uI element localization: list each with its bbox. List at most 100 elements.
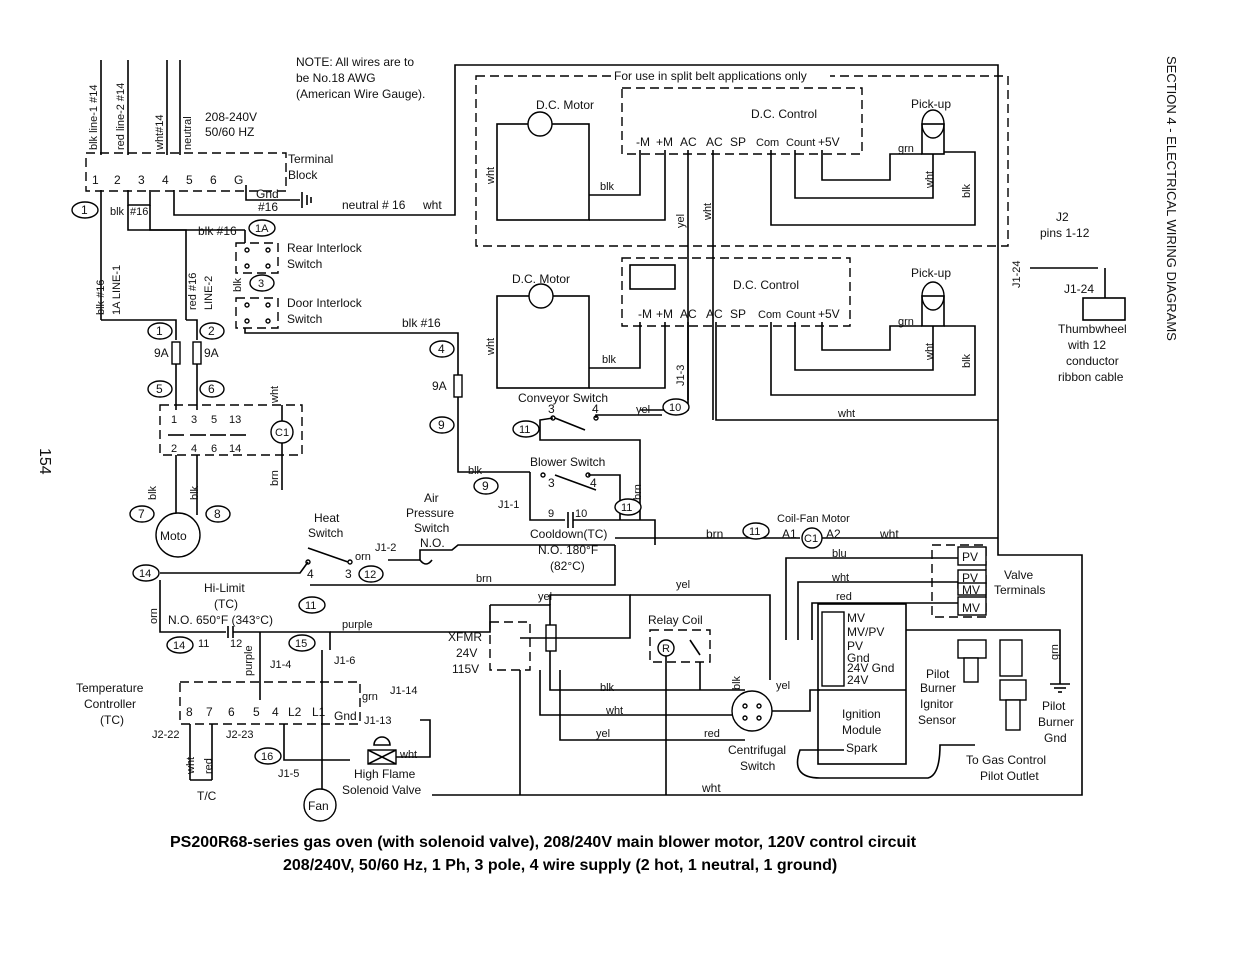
svg-text:4: 4 xyxy=(590,476,597,490)
svg-text:grn: grn xyxy=(362,691,378,703)
svg-text:Com: Com xyxy=(756,137,779,149)
supply-frequency: 50/60 HZ xyxy=(205,125,254,139)
marker-14-b: 14 xyxy=(166,636,194,654)
svg-text:J2-22: J2-22 xyxy=(152,729,180,741)
svg-text:A2: A2 xyxy=(826,527,841,541)
page-number: 154 xyxy=(36,448,53,475)
svg-text:Switch: Switch xyxy=(414,521,449,535)
svg-text:MV: MV xyxy=(962,583,980,597)
svg-text:4: 4 xyxy=(272,705,279,719)
marker-4: 4 xyxy=(429,340,455,358)
svg-text:PV: PV xyxy=(847,639,863,653)
svg-text:14: 14 xyxy=(139,568,151,580)
svg-text:+5V: +5V xyxy=(818,135,840,149)
svg-text:Spark: Spark xyxy=(846,741,878,755)
main-wht: wht xyxy=(837,408,855,420)
svg-text:orn: orn xyxy=(355,551,371,563)
svg-text:wht: wht xyxy=(924,343,936,361)
cooldown-thermostat: Cooldown(TC) N.O. 180°F (82°C) xyxy=(530,527,607,573)
svg-text:11: 11 xyxy=(519,424,530,436)
svg-text:Centrifugal: Centrifugal xyxy=(728,743,786,757)
svg-text:Blower Switch: Blower Switch xyxy=(530,455,605,469)
svg-text:Controller: Controller xyxy=(84,697,136,711)
svg-text:6: 6 xyxy=(208,382,215,396)
svg-text:yel: yel xyxy=(596,728,610,740)
terminal-g: G xyxy=(234,173,243,187)
line2-wire-label: red #16 xyxy=(187,273,199,310)
marker-14-a: 14 xyxy=(132,564,160,582)
svg-text:Switch: Switch xyxy=(740,759,775,773)
svg-text:PV: PV xyxy=(962,571,978,585)
fuse-3-label: 9A xyxy=(432,379,447,393)
gnd-16-label: #16 xyxy=(258,200,278,214)
terminal-block-label-1: Terminal xyxy=(288,152,333,166)
wire-label-red-line2: red line-2 #14 xyxy=(115,83,127,150)
main-dc-motor-label: D.C. Motor xyxy=(512,272,570,286)
svg-text:(82°C): (82°C) xyxy=(550,559,585,573)
relay-coil: Relay Coil R blk xyxy=(648,613,743,690)
split-pickup-label: Pick-up xyxy=(911,97,951,111)
spark-cable xyxy=(796,744,975,779)
svg-text:4: 4 xyxy=(191,443,197,455)
svg-text:J2: J2 xyxy=(1056,210,1069,224)
svg-text:5: 5 xyxy=(211,414,217,426)
svg-text:J1-5: J1-5 xyxy=(278,768,299,780)
svg-text:High Flame: High Flame xyxy=(354,767,416,781)
svg-text:R: R xyxy=(662,643,670,655)
terminal-1: 1 xyxy=(92,173,99,187)
svg-text:Module: Module xyxy=(842,723,882,737)
svg-text:J1-2: J1-2 xyxy=(375,542,396,554)
pilot-burner: Pilot Burner Ignitor Sensor Pilot Burner… xyxy=(906,629,1074,783)
marker-8: 8 xyxy=(205,505,231,523)
caption-line-1: PS200R68-series gas oven (with solenoid … xyxy=(170,834,917,851)
split-dc-motor-box xyxy=(496,123,590,221)
svg-text:grn: grn xyxy=(1049,644,1061,660)
marker-10: 10 xyxy=(662,398,690,416)
svg-text:Air: Air xyxy=(424,491,439,505)
svg-text:J1-24: J1-24 xyxy=(1064,282,1094,296)
terminal-3: 3 xyxy=(138,173,145,187)
svg-text:12: 12 xyxy=(364,569,376,581)
marker-11-b: 11 xyxy=(614,498,642,516)
terminal-5: 5 xyxy=(186,173,193,187)
svg-text:5: 5 xyxy=(156,382,163,396)
coil-brn: brn xyxy=(269,470,281,486)
svg-text:9: 9 xyxy=(548,508,554,520)
svg-text:Valve: Valve xyxy=(1004,568,1033,582)
split-motor-wht: wht xyxy=(485,167,497,185)
svg-text:wht: wht xyxy=(399,749,417,761)
marker-11-c: 11 xyxy=(742,522,770,540)
svg-text:wht: wht xyxy=(485,338,497,356)
svg-text:10: 10 xyxy=(669,402,681,414)
blk16-label-2: blk #16 xyxy=(198,224,237,238)
svg-text:3: 3 xyxy=(191,414,197,426)
gnd-label: Gnd xyxy=(256,187,279,201)
motor-blk-2: blk xyxy=(189,485,201,500)
svg-text:11: 11 xyxy=(621,502,632,514)
split-belt-label: For use in split belt applications only xyxy=(614,69,807,83)
svg-text:L2: L2 xyxy=(288,705,302,719)
marker-9-b: 9 xyxy=(473,477,499,495)
svg-text:AC: AC xyxy=(706,307,723,321)
svg-text:Sensor: Sensor xyxy=(918,713,956,727)
svg-text:wht: wht xyxy=(924,171,936,189)
marker-15: 15 xyxy=(288,634,316,652)
marker-7: 7 xyxy=(129,505,155,523)
marker-16: 16 xyxy=(254,747,282,765)
note-line-3: (American Wire Gauge). xyxy=(296,87,425,101)
svg-text:conductor: conductor xyxy=(1066,354,1119,368)
svg-text:8: 8 xyxy=(186,705,193,719)
svg-text:yel: yel xyxy=(676,579,690,591)
svg-text:C1: C1 xyxy=(275,427,289,439)
svg-text:Temperature: Temperature xyxy=(76,681,144,695)
svg-text:blk: blk xyxy=(961,353,973,368)
svg-text:yel: yel xyxy=(538,591,552,603)
svg-text:Count: Count xyxy=(786,309,815,321)
split-motor-blk: blk xyxy=(600,181,615,193)
svg-text:16: 16 xyxy=(261,751,273,763)
svg-text:Ignition: Ignition xyxy=(842,707,881,721)
split-dc-control-label: D.C. Control xyxy=(751,107,817,121)
svg-text:24V: 24V xyxy=(456,646,477,660)
